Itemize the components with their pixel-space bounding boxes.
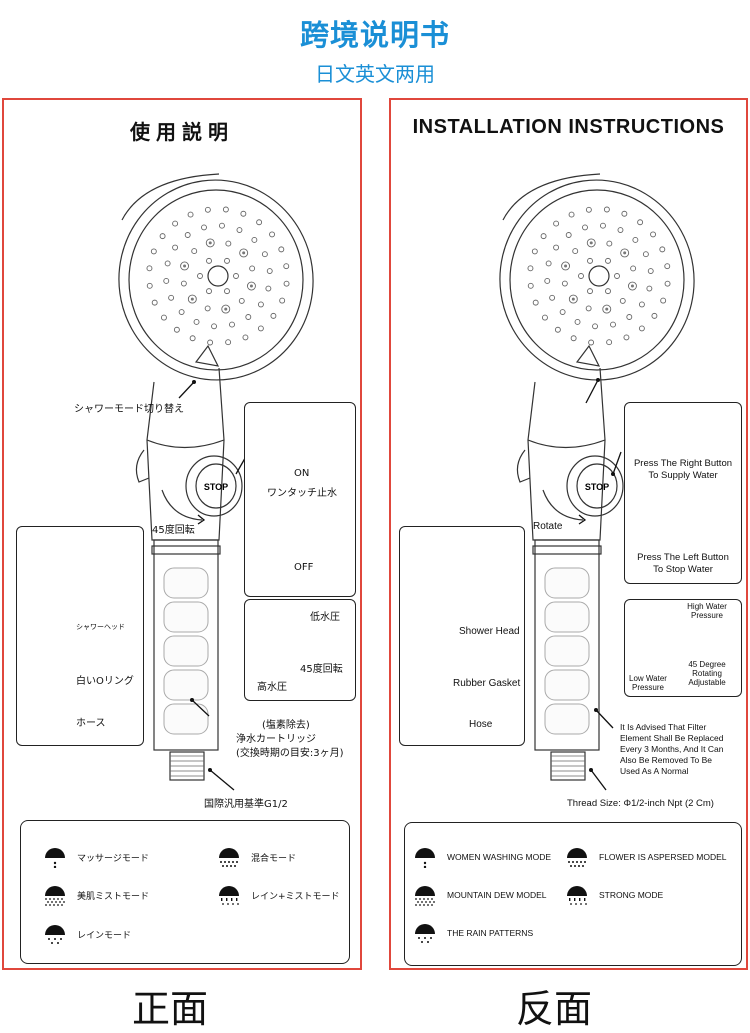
mixed-mode-icon xyxy=(567,848,587,867)
press-left-label-2: To Stop Water xyxy=(653,564,713,575)
mode-item: STRONG MODE xyxy=(565,884,663,906)
filter-label-1: It Is Advised That Filter xyxy=(620,722,707,732)
gasket-label: Rubber Gasket xyxy=(453,678,521,689)
filter-label-1: (塩素除去) xyxy=(262,720,310,731)
mode-item: WOMEN WASHING MODE xyxy=(413,846,551,868)
press-right-label-2: To Supply Water xyxy=(648,470,718,481)
mode-item: FLOWER IS ASPERSED MODEL xyxy=(565,846,727,868)
off-label: OFF xyxy=(294,562,314,573)
panel-heading: INSTALLATION INSTRUCTIONS xyxy=(412,116,725,138)
mode-item: 混合モード xyxy=(217,846,296,868)
o-ring-label: 白いOリング xyxy=(76,676,134,687)
rotate-45-label: 45度回転 xyxy=(300,664,343,675)
mist-mode-icon xyxy=(45,886,65,906)
rotate-45-label-2: Rotating xyxy=(692,669,722,678)
mode-item: 美肌ミストモード xyxy=(43,884,149,906)
english-instructions-panel: INSTALLATION INSTRUCTIONS STOPSTOP Press… xyxy=(389,98,748,970)
hose-label: Hose xyxy=(469,719,493,730)
rotate-label: Rotate xyxy=(533,521,563,532)
rotate-label: 45度回転 xyxy=(152,525,195,536)
mist-mode-icon xyxy=(415,886,435,906)
hose-connection-box xyxy=(16,526,144,746)
low-pressure-label: 低水圧 xyxy=(310,612,340,623)
spray-modes-legend: マッサージモード 混合モード 美肌ミストモード レイン+ミストモード レインモー… xyxy=(20,820,350,964)
mode-item: レインモード xyxy=(43,923,131,945)
mode-item: THE RAIN PATTERNS xyxy=(413,922,533,944)
low-pressure-label-2: Pressure xyxy=(631,683,664,692)
mode-label: THE RAIN PATTERNS xyxy=(447,928,534,938)
mode-label: 混合モード xyxy=(251,853,297,864)
mode-label: WOMEN WASHING MODE xyxy=(447,852,552,862)
hose-label: ホース xyxy=(76,718,106,729)
press-left-label-1: Press The Left Button xyxy=(637,552,729,563)
high-pressure-label-1: High Water xyxy=(687,602,727,611)
japanese-instructions-panel: 使用説明 STOPSTOP シャワーモード切り替え ON ワンタッチ止水 OFF… xyxy=(2,98,362,970)
mixed-mode-icon xyxy=(219,848,239,867)
mode-item: MOUNTAIN DEW MODEL xyxy=(413,884,546,906)
filter-label-3: (交換時期の目安:3ヶ月) xyxy=(236,748,344,759)
svg-text:STOP: STOP xyxy=(585,482,609,492)
back-side-caption: 反面 xyxy=(516,987,593,1031)
filter-label-2: 浄水カートリッジ xyxy=(236,734,316,745)
page-subtitle: 日文英文两用 xyxy=(315,62,435,86)
stop-button-detail-box xyxy=(244,402,356,597)
massage-mode-icon xyxy=(415,848,435,868)
one-touch-stop-label: ワンタッチ止水 xyxy=(267,488,337,499)
hose-connection-box xyxy=(399,526,525,746)
mode-label: STRONG MODE xyxy=(599,890,664,900)
press-right-label-1: Press The Right Button xyxy=(633,458,733,469)
mode-label: マッサージモード xyxy=(77,853,149,864)
massage-mode-icon xyxy=(45,848,65,868)
filter-label-2: Element Shall Be Replaced xyxy=(620,733,724,743)
mode-label: 美肌ミストモード xyxy=(77,891,150,902)
thread-label: Thread Size: Φ1/2-inch Npt (2 Cm) xyxy=(567,798,714,809)
filter-label-5: Used As A Normal xyxy=(620,766,689,776)
rotate-45-label-1: 45 Degree xyxy=(688,660,726,669)
mode-label: レインモード xyxy=(77,930,132,941)
shower-head-label: シャワーヘッド xyxy=(76,623,125,631)
mode-switch-label: シャワーモード切り替え xyxy=(74,404,184,415)
mode-label: FLOWER IS ASPERSED MODEL xyxy=(599,852,727,862)
spray-modes-legend: WOMEN WASHING MODE FLOWER IS ASPERSED MO… xyxy=(404,822,742,966)
high-pressure-label-2: Pressure xyxy=(690,611,723,620)
rain-mist-mode-icon xyxy=(567,886,587,905)
svg-text:STOP: STOP xyxy=(204,482,228,492)
page-title: 跨境说明书 xyxy=(299,18,450,52)
mode-label: MOUNTAIN DEW MODEL xyxy=(447,890,547,900)
mode-item: マッサージモード xyxy=(43,846,149,868)
filter-label-3: Every 3 Months, And It Can xyxy=(620,744,724,754)
on-label: ON xyxy=(294,468,310,479)
pressure-dial-box xyxy=(624,599,742,697)
thread-label: 国際汎用基準G1/2 xyxy=(204,799,288,810)
stop-button-detail-box xyxy=(624,402,742,584)
panel-heading: 使用説明 xyxy=(130,120,234,144)
high-pressure-label: 高水圧 xyxy=(257,682,287,693)
rain-mode-icon xyxy=(45,925,65,944)
front-side-caption: 正面 xyxy=(132,987,209,1031)
pressure-dial-box xyxy=(244,599,356,701)
mode-item: レイン+ミストモード xyxy=(217,884,340,906)
shower-head-label: Shower Head xyxy=(459,626,520,637)
rain-mist-mode-icon xyxy=(219,886,239,905)
rain-mode-icon xyxy=(415,924,435,943)
low-pressure-label-1: Low Water xyxy=(629,674,667,683)
rotate-45-label-3: Adjustable xyxy=(688,678,726,687)
mode-label: レイン+ミストモード xyxy=(251,891,340,902)
filter-label-4: Also Be Removed To Be xyxy=(620,755,712,765)
